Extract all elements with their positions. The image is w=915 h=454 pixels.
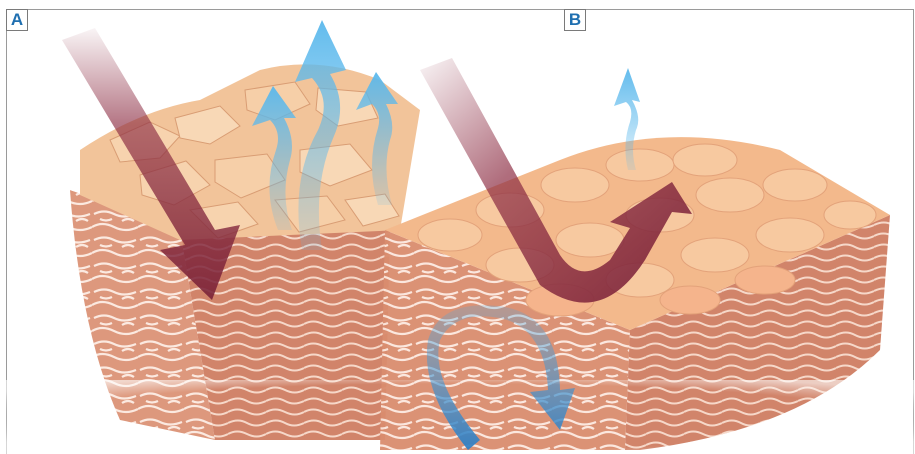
panel-b-label: B (564, 9, 586, 31)
bottom-fade (0, 380, 915, 454)
panel-a-illustration (62, 20, 420, 440)
panel-a-label: A (6, 9, 28, 31)
